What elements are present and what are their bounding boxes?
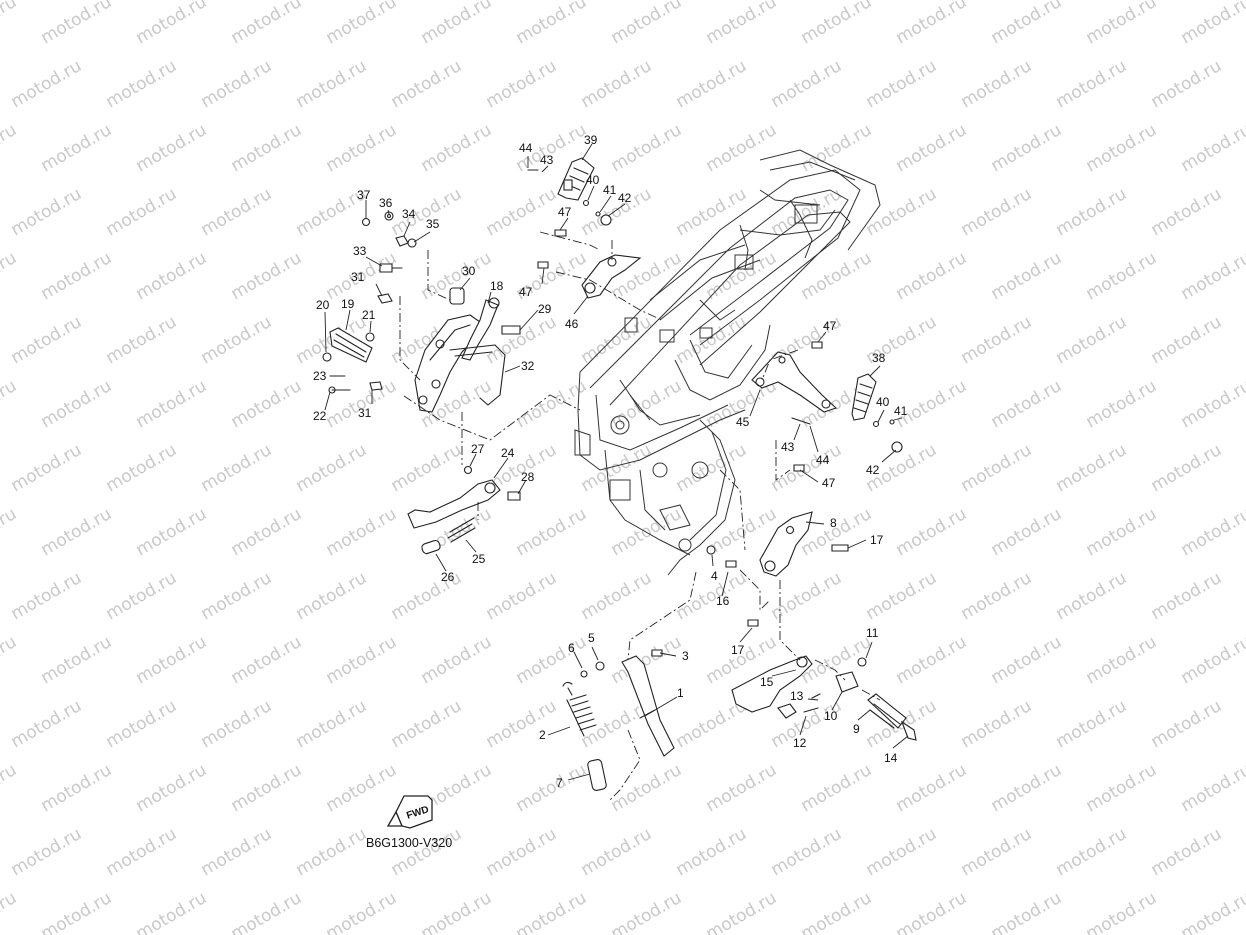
callout-43-right: 43 (781, 440, 795, 454)
callout-40-right: 40 (876, 395, 890, 409)
right-rider-footrest-bracket (706, 511, 849, 627)
right-pedal-assy (731, 655, 917, 741)
callout-9: 9 (853, 722, 860, 736)
callout-22: 22 (313, 409, 327, 423)
callout-44: 44 (519, 141, 533, 155)
callout-20: 20 (316, 298, 330, 312)
left-upper-hardware (361, 211, 417, 391)
callout-42-right: 42 (866, 463, 880, 477)
callout-34: 34 (402, 207, 416, 221)
callout-41-right: 41 (894, 404, 908, 418)
callout-17-lower: 17 (731, 643, 745, 657)
callout-5: 5 (588, 631, 595, 645)
callout-19: 19 (341, 297, 355, 311)
callout-1: 1 (677, 686, 684, 700)
side-stand (562, 649, 675, 791)
callout-31: 31 (351, 270, 365, 284)
callout-10: 10 (824, 709, 838, 723)
drawing-code: B6G1300-V320 (366, 836, 452, 850)
callout-42: 42 (618, 191, 632, 205)
callout-47-mid: 47 (519, 285, 533, 299)
callout-18: 18 (490, 279, 504, 293)
left-footrest-bracket (322, 287, 521, 413)
callout-15: 15 (760, 675, 774, 689)
callout-33: 33 (353, 244, 367, 258)
left-pedal-assy (407, 465, 521, 555)
leader-lines (324, 143, 909, 781)
callout-8: 8 (830, 516, 837, 530)
callout-labels: 1 2 3 4 5 6 7 8 9 10 11 12 13 14 15 16 1… (313, 133, 908, 790)
callout-35: 35 (426, 217, 440, 231)
callout-25: 25 (472, 552, 486, 566)
callout-21: 21 (362, 308, 376, 322)
callout-30: 30 (462, 264, 476, 278)
callout-47-top: 47 (558, 205, 572, 219)
callout-46: 46 (565, 317, 579, 331)
top-passenger-footrest (527, 157, 642, 299)
callout-38: 38 (872, 351, 886, 365)
callout-41: 41 (603, 183, 617, 197)
callout-2: 2 (539, 728, 546, 742)
callout-31-lower: 31 (358, 406, 372, 420)
callout-45: 45 (736, 415, 750, 429)
callout-3: 3 (682, 649, 689, 663)
callout-23: 23 (313, 369, 327, 383)
callout-11: 11 (866, 626, 879, 640)
callout-40: 40 (586, 173, 600, 187)
callout-47-right: 47 (823, 319, 837, 333)
callout-44-right: 44 (816, 453, 830, 467)
callout-14: 14 (884, 751, 898, 765)
callout-13: 13 (790, 689, 804, 703)
callout-36: 36 (379, 196, 393, 210)
main-frame (574, 149, 881, 576)
callout-28: 28 (521, 470, 535, 484)
callout-43: 43 (540, 153, 554, 167)
right-passenger-footrest (751, 341, 903, 472)
callout-4: 4 (711, 569, 718, 583)
callout-16: 16 (716, 594, 730, 608)
callout-39: 39 (584, 133, 598, 147)
callout-26: 26 (441, 570, 455, 584)
callout-24: 24 (501, 446, 515, 460)
callout-7: 7 (556, 776, 563, 790)
fwd-arrow-icon: FWD (386, 795, 433, 829)
callout-27: 27 (471, 442, 485, 456)
callout-6: 6 (568, 641, 575, 655)
callout-47-right-lower: 47 (822, 476, 836, 490)
assembly-lines (399, 231, 881, 801)
callout-29: 29 (538, 302, 552, 316)
callout-12: 12 (793, 736, 807, 750)
callout-17: 17 (870, 533, 884, 547)
callout-37: 37 (357, 188, 371, 202)
callout-32: 32 (521, 359, 535, 373)
